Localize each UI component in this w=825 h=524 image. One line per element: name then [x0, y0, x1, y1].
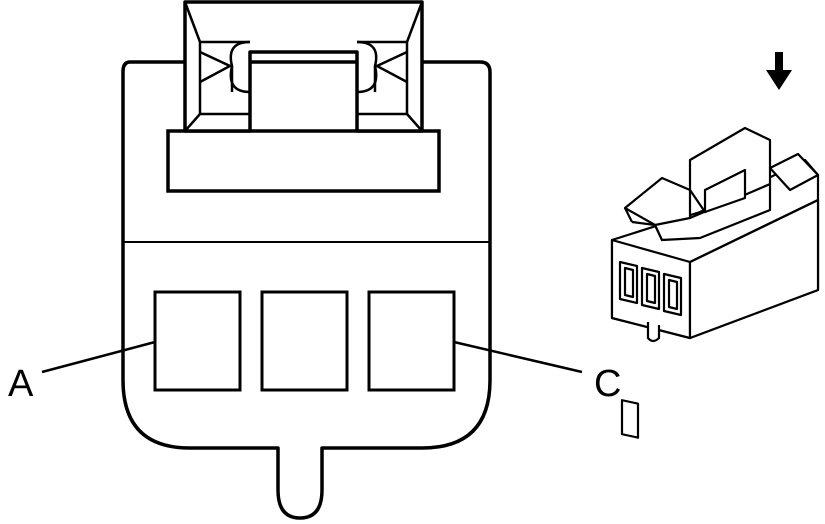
- pin-label-a: A: [8, 363, 34, 405]
- terminal-cavity-a: [153, 290, 242, 392]
- lock-bar: [166, 129, 441, 193]
- leader-line-a: [41, 340, 156, 374]
- latch-frame: [183, 0, 424, 133]
- terminal-cavity-b: [260, 290, 349, 392]
- pin-label-c: C: [594, 363, 621, 405]
- latch-detail-right: [356, 1, 424, 132]
- leader-line-c: [453, 340, 583, 374]
- arrow-down-icon: [766, 52, 792, 90]
- terminal-cavity-c: [367, 290, 456, 392]
- connector-isometric-view: [610, 126, 820, 439]
- latch-detail-left: [183, 1, 251, 132]
